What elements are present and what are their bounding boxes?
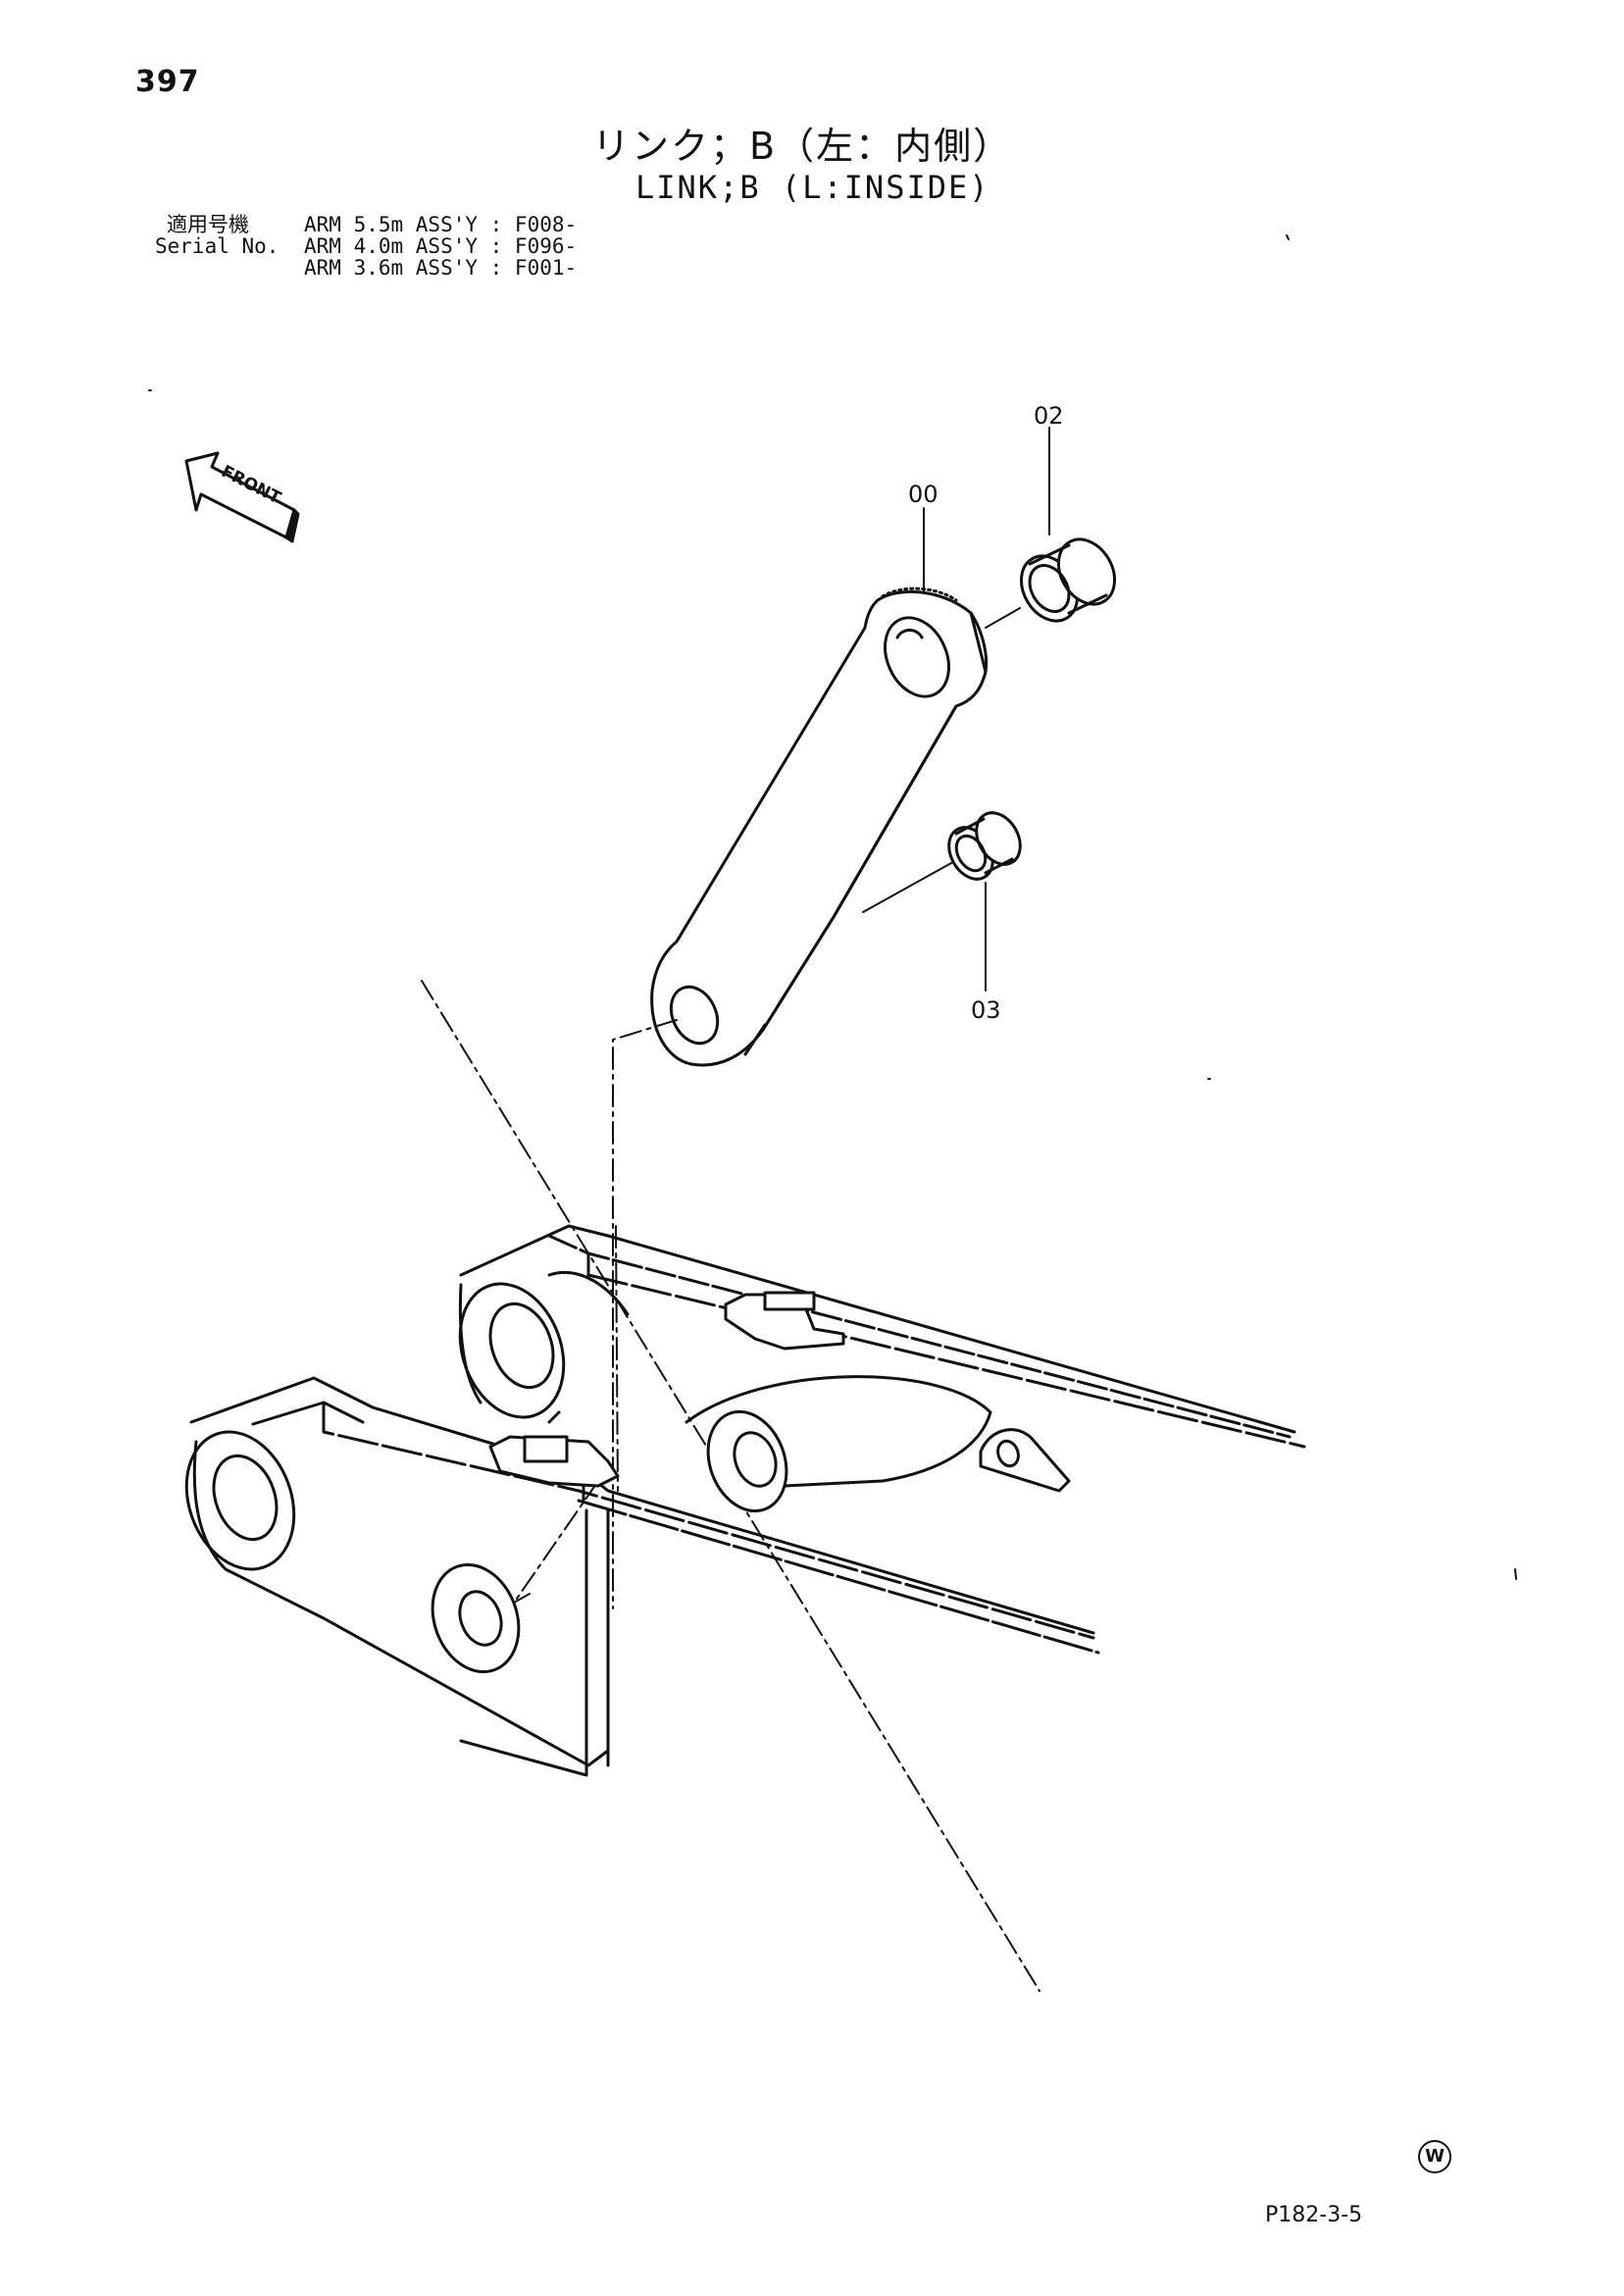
callout-bushing-lower: 03 xyxy=(971,996,1001,1024)
serial-label-english: Serial No. xyxy=(155,234,279,258)
arm-rear-bracket xyxy=(458,1224,1306,1513)
applicability-row: ARM 4.0m ASS'Y : F096- xyxy=(304,234,578,258)
arm-front-bracket xyxy=(184,1376,1100,1777)
callout-link: 00 xyxy=(908,481,939,508)
bushing-02-part xyxy=(1019,537,1117,623)
scan-specks xyxy=(148,234,1517,1580)
callout-bushing-upper: 02 xyxy=(1034,402,1064,430)
watermark-logo: W xyxy=(1418,2140,1451,2173)
link-b-part xyxy=(650,587,989,1067)
front-arrow-icon: FRONT xyxy=(184,451,300,543)
title-english: LINK;B (L:INSIDE) xyxy=(635,169,990,206)
drawing-code: P182-3-5 xyxy=(1265,2203,1363,2227)
serial-label-japanese: 適用号機 xyxy=(167,213,249,236)
applicability-row: ARM 3.6m ASS'Y : F001- xyxy=(304,256,578,280)
title-japanese: リンク；B（左：内側） xyxy=(592,125,1013,168)
page-number: 397 xyxy=(135,65,200,99)
callout-leaders xyxy=(862,427,1050,992)
bushing-03-part xyxy=(947,811,1022,881)
applicability-row: ARM 5.5m ASS'Y : F008- xyxy=(304,213,578,236)
